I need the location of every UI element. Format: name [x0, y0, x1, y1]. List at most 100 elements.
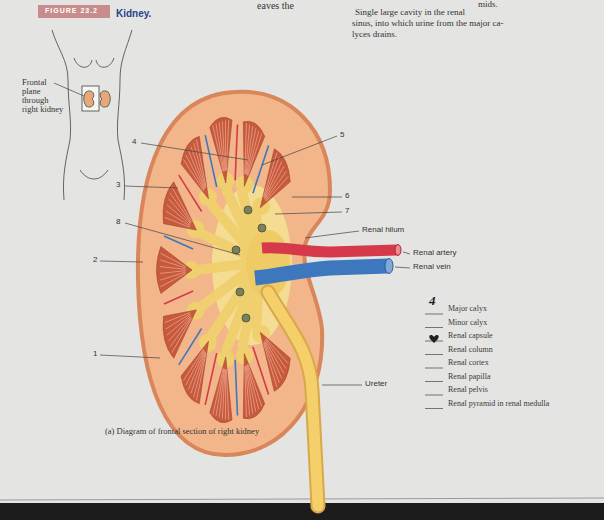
key-term: Renal cortex	[448, 359, 489, 368]
pyramid-striation	[160, 273, 185, 286]
leader-line	[403, 252, 410, 254]
pyramid-striation	[265, 166, 284, 199]
pyramid-striation	[247, 131, 259, 175]
leader-line	[100, 355, 160, 358]
callout-number: 7	[345, 207, 349, 216]
key-term: Renal pyramid in renal medulla	[448, 400, 549, 409]
pyramid-striation	[160, 253, 185, 266]
answer-blank	[425, 368, 443, 369]
renal-pyramid	[181, 136, 208, 198]
renal-artery	[262, 248, 397, 252]
pyramid-striation	[188, 151, 204, 190]
torso-breast	[96, 58, 114, 67]
renal-pyramid	[163, 310, 196, 358]
handwritten-mark	[429, 335, 438, 343]
page-text: mids.	[478, 0, 498, 10]
key-term: Renal papilla	[448, 373, 490, 382]
figure-band	[38, 5, 110, 18]
renal-pyramid	[156, 247, 192, 294]
pyramid-striation	[188, 351, 204, 390]
pyramid-striation	[225, 369, 226, 419]
key-term: Minor calyx	[448, 319, 487, 328]
pyramid-striation	[166, 314, 190, 329]
answer-blank	[425, 354, 443, 355]
part-label: Renal vein	[413, 263, 451, 272]
pyramid-striation	[216, 369, 224, 416]
figure-caption: (a) Diagram of frontal section of right …	[105, 427, 259, 436]
pyramid-striation	[194, 143, 206, 188]
leader-line	[125, 186, 178, 188]
pyramid-striation	[266, 176, 288, 201]
figure-number: FIGURE 23.2	[45, 7, 98, 15]
ureter-edge	[268, 292, 318, 506]
callout-number: 3	[116, 181, 120, 190]
answer-blank	[425, 395, 443, 396]
sinus-vessel	[242, 314, 250, 322]
pyramid-striation	[222, 121, 225, 170]
pyramid-striation	[170, 193, 191, 223]
pyramid-striation	[248, 364, 262, 406]
page-shadow	[0, 503, 604, 520]
pyramid-striation	[264, 342, 279, 383]
pyramid-striation	[196, 353, 206, 400]
part-label: Renal artery	[413, 249, 457, 258]
pyramid-striation	[226, 370, 228, 420]
interlobar-vessel	[235, 360, 237, 416]
pyramid-striation	[167, 315, 190, 335]
sinus-vessel	[244, 206, 252, 214]
pyramid-striation	[226, 120, 228, 170]
interlobar-vessel	[164, 291, 193, 304]
interlobar-vessel	[235, 124, 237, 180]
callout-number: 5	[340, 131, 344, 140]
pyramid-striation	[247, 128, 256, 174]
key-term: Renal pelvis	[448, 386, 488, 395]
sinus-vessel	[258, 224, 266, 232]
torso-outline	[117, 30, 132, 200]
inset-kidney	[84, 91, 94, 107]
torso-breast	[74, 58, 92, 67]
renal-pyramid	[181, 341, 208, 403]
leader-line	[395, 267, 410, 268]
torso-inset	[52, 30, 132, 200]
pyramid-striation	[183, 349, 203, 381]
pyramid-striation	[264, 343, 277, 387]
answer-blank	[425, 327, 443, 328]
callout-number: 6	[345, 192, 349, 201]
page-text: lyces drains.	[352, 30, 397, 40]
key-blanks	[425, 314, 443, 409]
pyramid-striation	[170, 317, 191, 347]
pyramid-striation	[213, 368, 223, 414]
torso-outline	[52, 30, 71, 200]
pyramid-striation	[196, 140, 206, 187]
page-text: sinus, into which urine from the major c…	[352, 19, 503, 29]
key-term: Renal column	[448, 346, 493, 355]
leader-line	[275, 212, 342, 214]
pyramid-striation	[169, 199, 191, 224]
page-edge	[0, 498, 604, 500]
pyramid-striation	[165, 313, 190, 323]
leader-line	[125, 223, 240, 255]
renal-pyramid	[243, 354, 264, 419]
torso-hip	[80, 170, 108, 179]
pyramid-striation	[167, 205, 190, 225]
renal-pyramid	[243, 121, 264, 186]
renal-pyramid	[210, 357, 232, 423]
answer-blank	[425, 408, 443, 409]
answer-blank	[425, 314, 443, 315]
key-term: Renal capsule	[448, 332, 493, 341]
callout-number: 8	[116, 218, 120, 227]
callout-number: 1	[93, 350, 97, 359]
handwritten-answer: 4	[429, 294, 436, 308]
key-term: Major calyx	[448, 305, 487, 314]
leader-line	[100, 261, 143, 262]
pyramid-striation	[248, 133, 262, 175]
pyramid-striation	[172, 187, 192, 221]
sinus-vessel	[236, 288, 244, 296]
renal-vein	[255, 266, 388, 278]
figure-title: Kidney.	[116, 8, 151, 19]
leader-line	[262, 136, 337, 165]
pyramid-striation	[265, 341, 282, 378]
frontal-plane	[82, 86, 99, 111]
